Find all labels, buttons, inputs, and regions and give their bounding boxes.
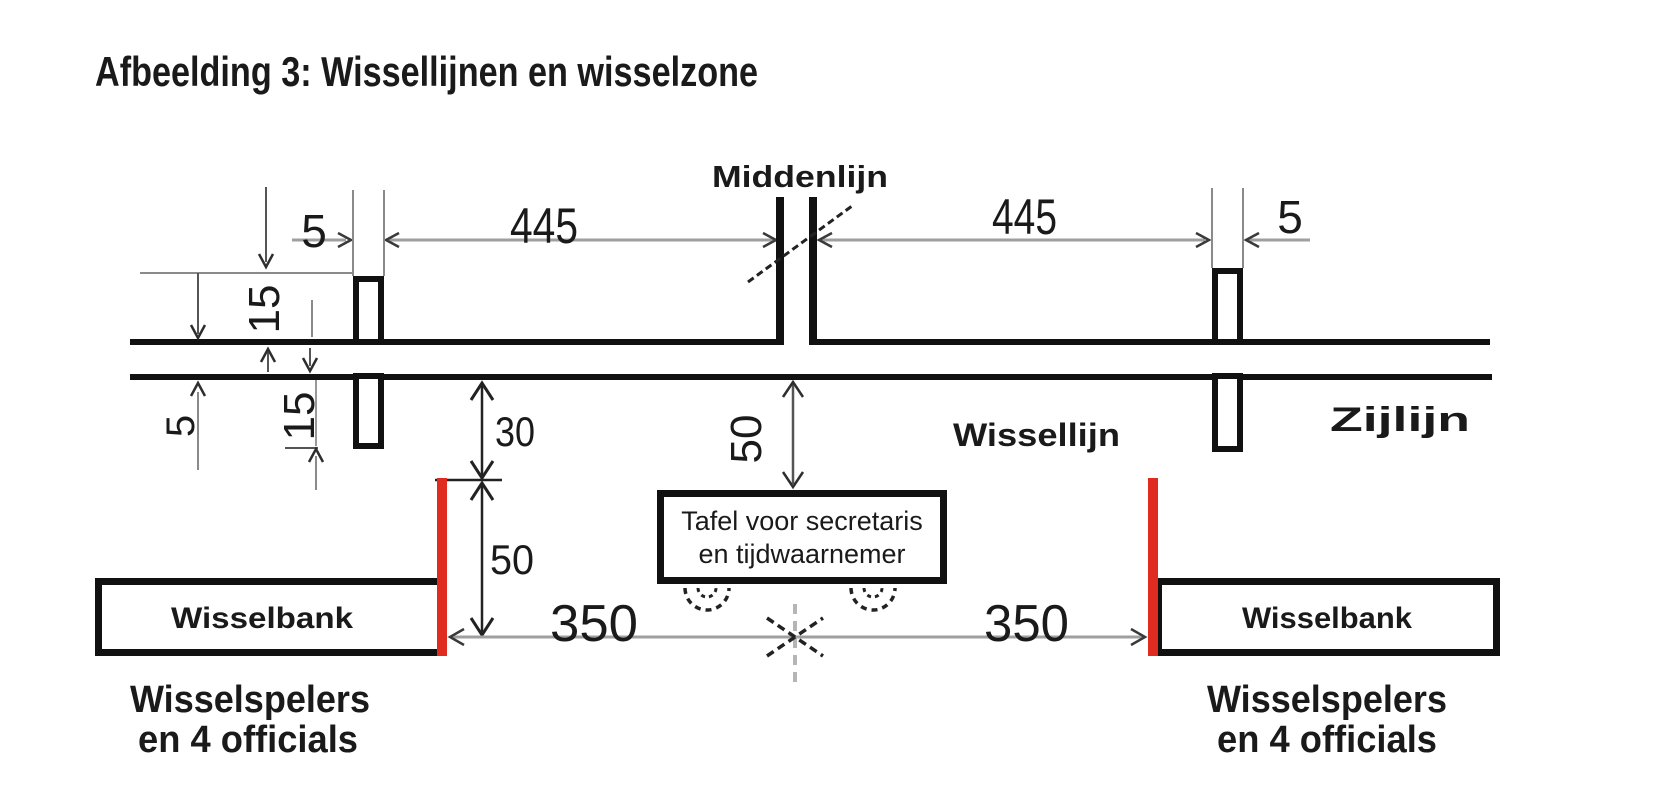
dim-label-30: 30: [495, 408, 535, 455]
secretary-table: Tafel voor secretaris en tijdwaarnemer: [657, 490, 947, 612]
zone-line-right-overlay: [1148, 478, 1158, 656]
wisselbank-left-label: Wisselbank: [171, 602, 353, 635]
dim-label-445-left: 445: [510, 198, 578, 254]
sideline: [130, 339, 1492, 380]
arrow-down-icon: [469, 617, 495, 638]
arrow-up-icon: [259, 346, 277, 363]
bench-right: Wisselbank: [1155, 578, 1500, 656]
wissellijn-mark-left-top: [353, 276, 384, 345]
chair-icon: [683, 587, 731, 612]
bench-right-box: [1155, 578, 1500, 656]
chair-icon: [849, 587, 897, 612]
chairs: [683, 587, 897, 612]
arrow-up-icon: [469, 380, 495, 401]
dim-30-50-left: 30 50: [435, 380, 535, 638]
dim-label-50-table: 50: [722, 415, 771, 464]
mark-extension-lines: [352, 188, 1244, 276]
middenlijn: [747, 197, 853, 345]
arrow-up-icon: [781, 379, 805, 398]
arrow-up-icon: [189, 380, 207, 397]
chair-icon: [862, 587, 884, 599]
dim-label-5-left: 5: [301, 205, 327, 257]
zone-width-dimension: 350 350: [447, 595, 1148, 686]
arrow-down-icon: [781, 471, 805, 490]
left-annotation-cluster: 15 5 15: [140, 187, 353, 490]
zone-line-left-overlay: [437, 478, 447, 656]
bench-left: Wisselbank: [95, 578, 447, 656]
arrow-down-icon: [301, 357, 319, 374]
arrow-left-icon: [447, 627, 465, 647]
table-label-line1: Tafel voor secretaris: [681, 506, 923, 536]
middenlijn-label: Middenlijn: [712, 159, 888, 194]
arrow-right-icon: [337, 231, 354, 249]
wissellijn-label: Wissellijn: [953, 417, 1120, 453]
dim-label-5-right: 5: [1277, 191, 1303, 243]
chair-icon: [696, 587, 718, 599]
table-label-line2: en tijdwaarnemer: [698, 539, 905, 569]
table-box: [657, 490, 947, 584]
dim-label-350-left: 350: [550, 595, 638, 653]
dim-label-15-bottom: 15: [275, 392, 324, 441]
dim-50-table: 50: [722, 379, 805, 490]
arrow-down-icon: [257, 253, 275, 270]
middenlijn-hatch-mark: [747, 204, 853, 284]
arrow-left-icon: [1243, 231, 1260, 249]
arrow-right-icon: [1130, 627, 1148, 647]
dim-label-5-sideline: 5: [159, 415, 203, 437]
arrow-down-icon: [469, 460, 495, 481]
arrow-left-icon: [383, 231, 400, 249]
zijlijn-label: Zijlijn: [1330, 401, 1470, 439]
bench-right-caption-line2: en 4 officials: [1217, 719, 1437, 761]
figure-title: Afbeelding 3: Wissellijnen en wisselzone: [95, 48, 758, 95]
arrow-left-icon: [816, 231, 833, 249]
dim-label-50-bench: 50: [490, 536, 534, 583]
dim-label-350-right: 350: [984, 595, 1069, 653]
center-cross-mark: [766, 616, 824, 658]
arrow-up-icon: [469, 480, 495, 501]
wissellijn-marks: [353, 268, 1243, 452]
wisselbank-right-label: Wisselbank: [1242, 602, 1412, 635]
arrow-right-icon: [1195, 231, 1212, 249]
bench-left-caption-line2: en 4 officials: [138, 719, 358, 761]
bench-right-caption-line1: Wisselspelers: [1207, 679, 1447, 721]
bench-left-caption-line1: Wisselspelers: [130, 679, 370, 721]
arrow-down-icon: [189, 324, 207, 341]
dim-label-445-right: 445: [992, 189, 1057, 245]
wissellijn-mark-right-top: [1212, 268, 1243, 345]
arrow-up-icon: [307, 446, 325, 463]
dim-label-15-top: 15: [240, 285, 289, 334]
wissellijn-mark-right-bottom: [1212, 373, 1243, 452]
wissellijn-mark-left-bottom: [353, 373, 384, 449]
